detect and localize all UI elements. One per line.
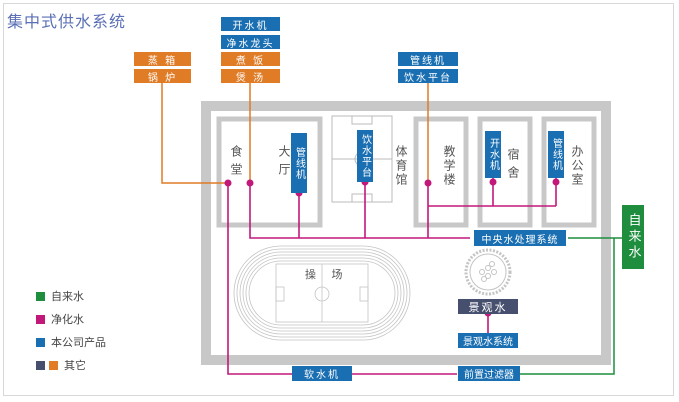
legend-tap-water: 自来水 xyxy=(36,288,84,304)
drinking-platform-box: 饮水平台 xyxy=(398,69,458,84)
campus-wall xyxy=(201,101,611,365)
landscape-water-system-box: 景观水系统 xyxy=(458,333,518,348)
office-wall xyxy=(541,116,597,228)
legend-purified-water: 净化水 xyxy=(36,311,84,327)
legend-other: 其它 xyxy=(36,357,86,373)
legend-label: 本公司产品 xyxy=(51,336,106,349)
steamer-box: 蒸 箱 xyxy=(134,52,191,67)
landscape-water-box: 景观水 xyxy=(458,299,518,314)
legend-swatch-green xyxy=(36,291,45,301)
purified-pipes xyxy=(227,178,557,375)
legend-swatch-blue xyxy=(36,337,45,347)
boiling-water-machine-box: 开水机 xyxy=(221,17,280,32)
diagram-title: 集中式供水系统 xyxy=(7,12,127,31)
prefilter-box: 前置过滤器 xyxy=(458,366,520,381)
legend-company-product: 本公司产品 xyxy=(36,334,106,350)
water-softener-box: 软水机 xyxy=(292,366,352,381)
legend-swatch-orange xyxy=(49,360,58,370)
orange-pipes xyxy=(161,82,429,184)
hall-label: 大厅 xyxy=(277,145,291,181)
pipeline-machine-box: 管线机 xyxy=(398,52,458,67)
dorm-boiling-water-machine: 开水机 xyxy=(485,131,501,178)
legend-swatch-navy xyxy=(36,360,45,370)
gym-label: 体育馆 xyxy=(394,145,408,187)
office-pipeline-machine: 管线机 xyxy=(548,131,564,178)
central-water-treatment-box: 中央水处理系统 xyxy=(474,230,566,246)
dorm-wall xyxy=(477,116,533,228)
office-label: 办公室 xyxy=(570,145,584,187)
legend-swatch-magenta xyxy=(36,314,45,324)
soup-box: 煲 汤 xyxy=(221,69,280,84)
gym-drinking-platform: 饮水平台 xyxy=(357,130,373,182)
purified-faucet-box: 净水龙头 xyxy=(221,35,280,50)
diagram-frame xyxy=(3,3,674,396)
hall-pipeline-machine: 管线机 xyxy=(291,133,307,193)
tap-water-pipes xyxy=(520,237,622,375)
tap-water-source-box: 自来水 xyxy=(622,205,644,269)
canteen-label: 食堂 xyxy=(229,145,243,181)
playground-label: 操 场 xyxy=(305,268,349,281)
fountain-icon xyxy=(464,248,512,296)
teaching-wall xyxy=(413,116,469,228)
playground-track-icon xyxy=(233,245,411,341)
canteen-hall-wall xyxy=(216,116,323,228)
legend-label: 自来水 xyxy=(51,290,84,303)
legend-label: 净化水 xyxy=(51,313,84,326)
teaching-building-label: 教学楼 xyxy=(442,145,456,187)
boiler-box: 锅 炉 xyxy=(134,69,191,84)
rice-cooking-box: 煮 饭 xyxy=(221,52,280,67)
dormitory-label: 宿舍 xyxy=(506,148,520,184)
legend-label: 其它 xyxy=(64,359,86,372)
